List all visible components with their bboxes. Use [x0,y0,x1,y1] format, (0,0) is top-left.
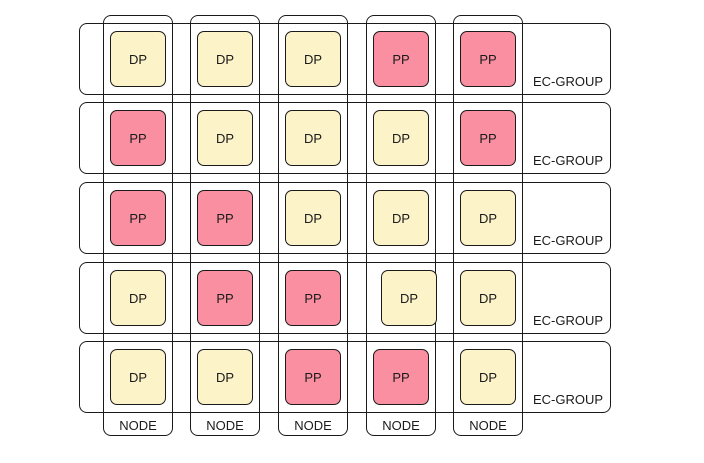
node-label: NODE [206,418,244,433]
ec-group-row [79,262,611,334]
pp-block: PP [285,270,341,326]
node-label: NODE [382,418,420,433]
dp-block: DP [197,110,253,166]
node-column [366,15,436,436]
ec-group-label: EC-GROUP [533,74,604,89]
dp-block: DP [285,190,341,246]
pp-block: PP [460,110,516,166]
dp-block: DP [373,110,429,166]
pp-block: PP [373,349,429,405]
ec-group-label: EC-GROUP [533,233,604,248]
ec-group-label: EC-GROUP [533,392,604,407]
dp-block: DP [197,31,253,87]
node-label: NODE [294,418,332,433]
node-column [190,15,260,436]
node-column [103,15,173,436]
dp-block: DP [110,31,166,87]
dp-block: DP [110,270,166,326]
ec-group-label: EC-GROUP [533,153,604,168]
dp-block: DP [381,270,437,326]
dp-block: DP [285,31,341,87]
dp-block: DP [460,270,516,326]
node-column [453,15,523,436]
pp-block: PP [197,190,253,246]
pp-block: PP [373,31,429,87]
pp-block: PP [285,349,341,405]
node-column [278,15,348,436]
dp-block: DP [285,110,341,166]
dp-block: DP [373,190,429,246]
ec-group-label: EC-GROUP [533,313,604,328]
ec-group-row [79,102,611,174]
ec-group-row [79,182,611,254]
ec-group-row [79,341,611,413]
pp-block: PP [460,31,516,87]
node-label: NODE [119,418,157,433]
dp-block: DP [110,349,166,405]
ec-group-row [79,23,611,95]
pp-block: PP [197,270,253,326]
dp-block: DP [460,349,516,405]
pp-block: PP [110,110,166,166]
dp-block: DP [460,190,516,246]
node-label: NODE [469,418,507,433]
pp-block: PP [110,190,166,246]
dp-block: DP [197,349,253,405]
